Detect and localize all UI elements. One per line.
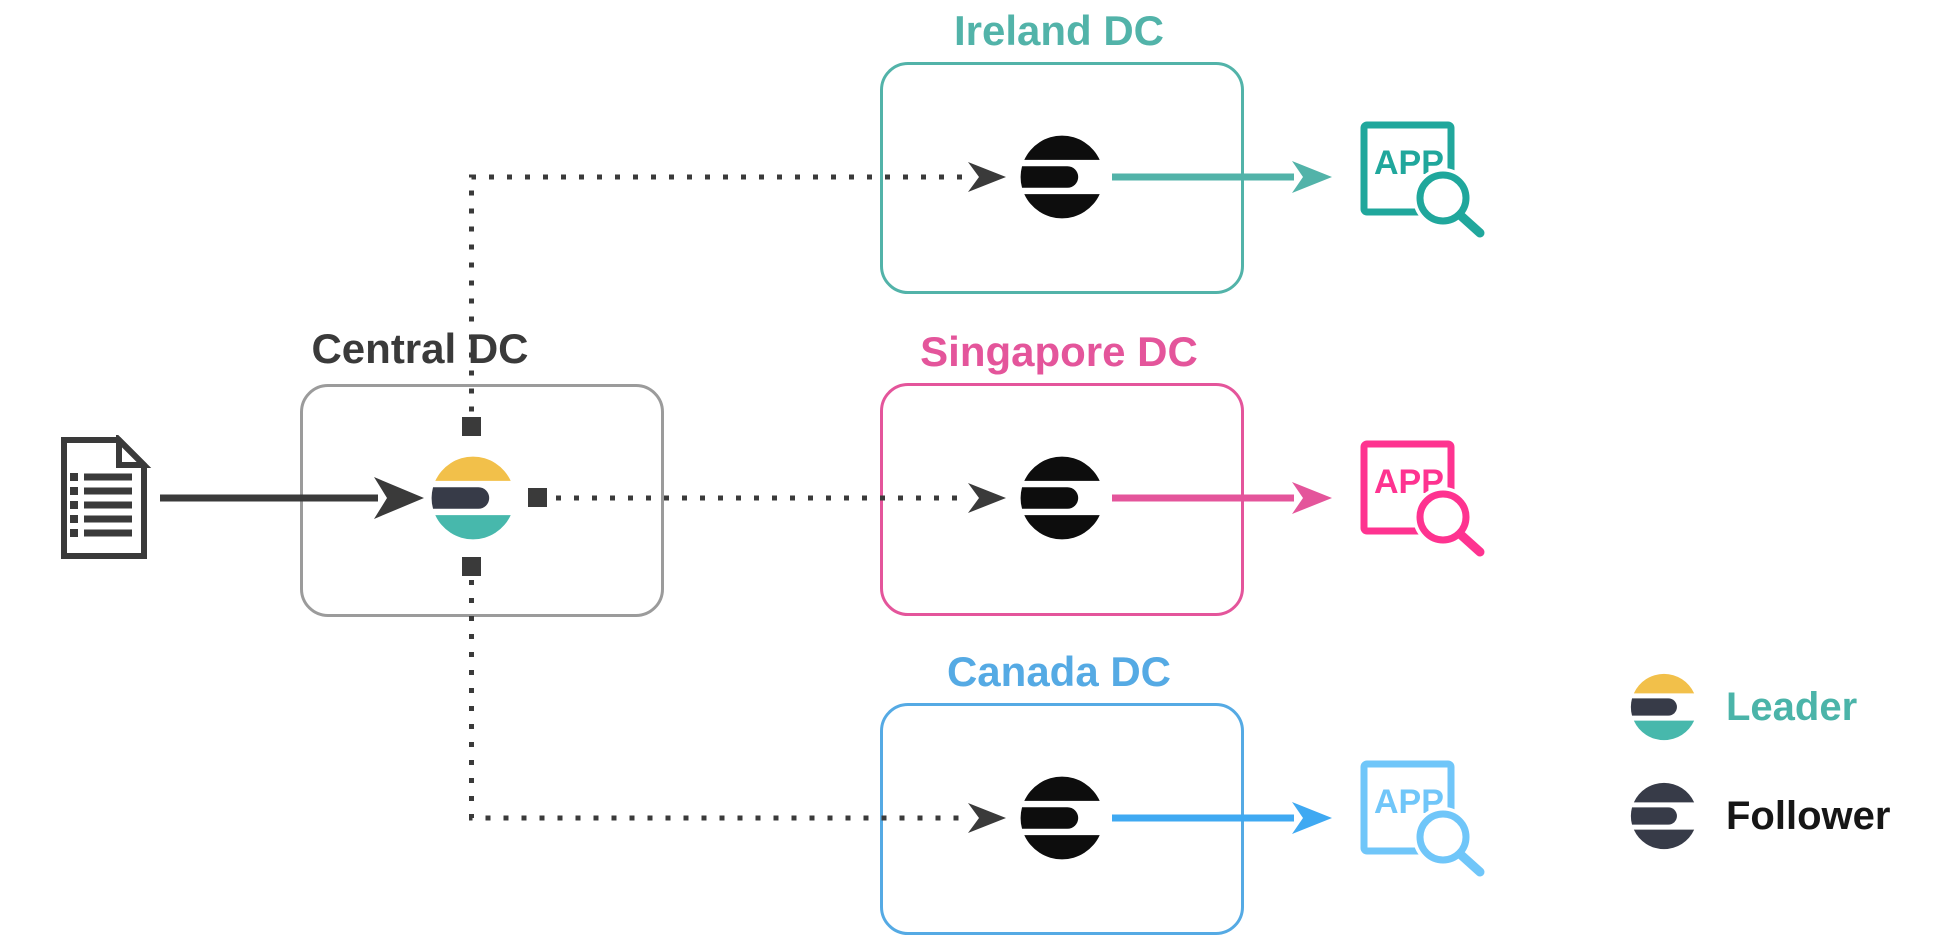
legend-leader-icon [1630, 673, 1695, 741]
legend-leader-label: Leader [1726, 685, 1858, 729]
elasticsearch-follower-icon [1020, 135, 1100, 219]
magnifier-icon [1416, 171, 1470, 225]
canada-dc-title: Canada DC [946, 648, 1172, 695]
elasticsearch-follower-icon [1020, 776, 1100, 860]
elasticsearch-follower-icon [1020, 456, 1100, 540]
app-search-icon-singapore: APP [1360, 440, 1491, 561]
magnifier-icon [1416, 490, 1470, 544]
document-icon [61, 435, 152, 559]
app-search-icon-canada: APP [1360, 760, 1491, 881]
elasticsearch-leader-icon [431, 456, 511, 540]
document-fold [116, 435, 152, 468]
legend-follower-icon [1630, 782, 1695, 850]
document-outline [61, 437, 147, 559]
singapore-dc-title: Singapore DC [920, 328, 1198, 375]
magnifier-icon [1416, 810, 1470, 864]
app-search-icon-ireland: APP [1360, 121, 1491, 242]
ireland-dc-title: Ireland DC [953, 7, 1165, 54]
central-dc-title: Central DC [311, 325, 529, 372]
legend-follower-label: Follower [1726, 794, 1891, 838]
